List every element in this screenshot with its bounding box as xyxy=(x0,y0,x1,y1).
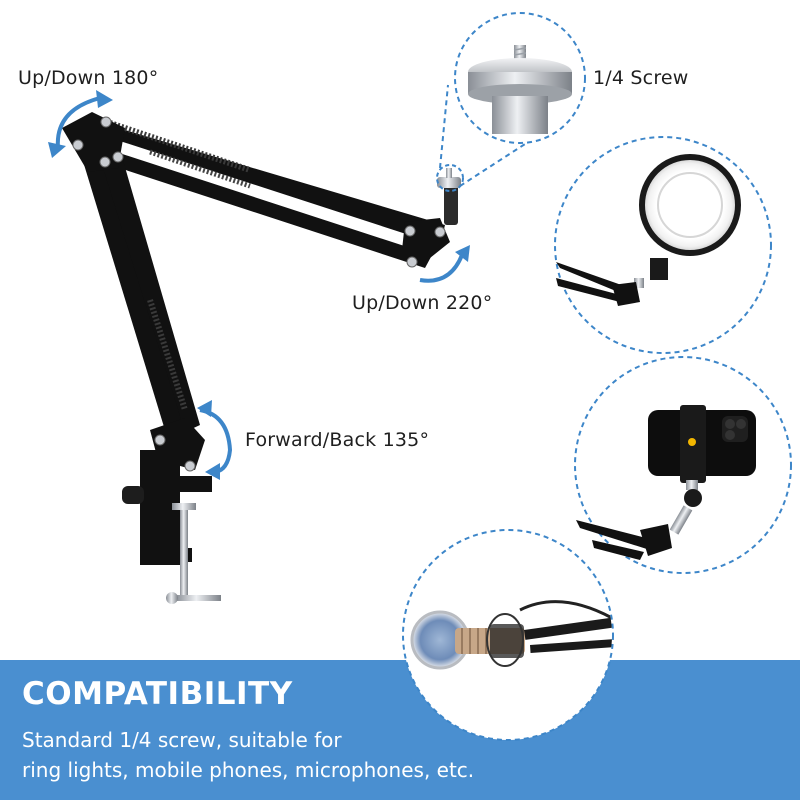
forward-back-label: Forward/Back 135° xyxy=(245,429,430,451)
banner-description-line-2: ring lights, mobile phones, microphones,… xyxy=(22,758,475,782)
up-down-220-label: Up/Down 220° xyxy=(352,292,493,314)
arrow-up-down-180-icon xyxy=(55,96,101,149)
boom-arm xyxy=(62,112,461,472)
rotation-arrows xyxy=(48,90,470,480)
phone-holder-example xyxy=(574,356,792,574)
microphone-example xyxy=(402,529,614,741)
compatibility-banner xyxy=(0,660,800,800)
banner-description-line-1: Standard 1/4 screw, suitable for xyxy=(22,728,342,752)
desk-clamp xyxy=(122,450,221,604)
ring-light-example xyxy=(554,136,772,354)
screw-zoom-callout xyxy=(436,12,586,192)
banner-title: COMPATIBILITY xyxy=(22,676,293,712)
arrow-forward-back-icon xyxy=(199,408,233,474)
arrow-up-down-220-icon xyxy=(419,254,464,283)
screw-label: 1/4 Screw xyxy=(593,67,689,89)
up-down-180-label: Up/Down 180° xyxy=(18,67,159,89)
